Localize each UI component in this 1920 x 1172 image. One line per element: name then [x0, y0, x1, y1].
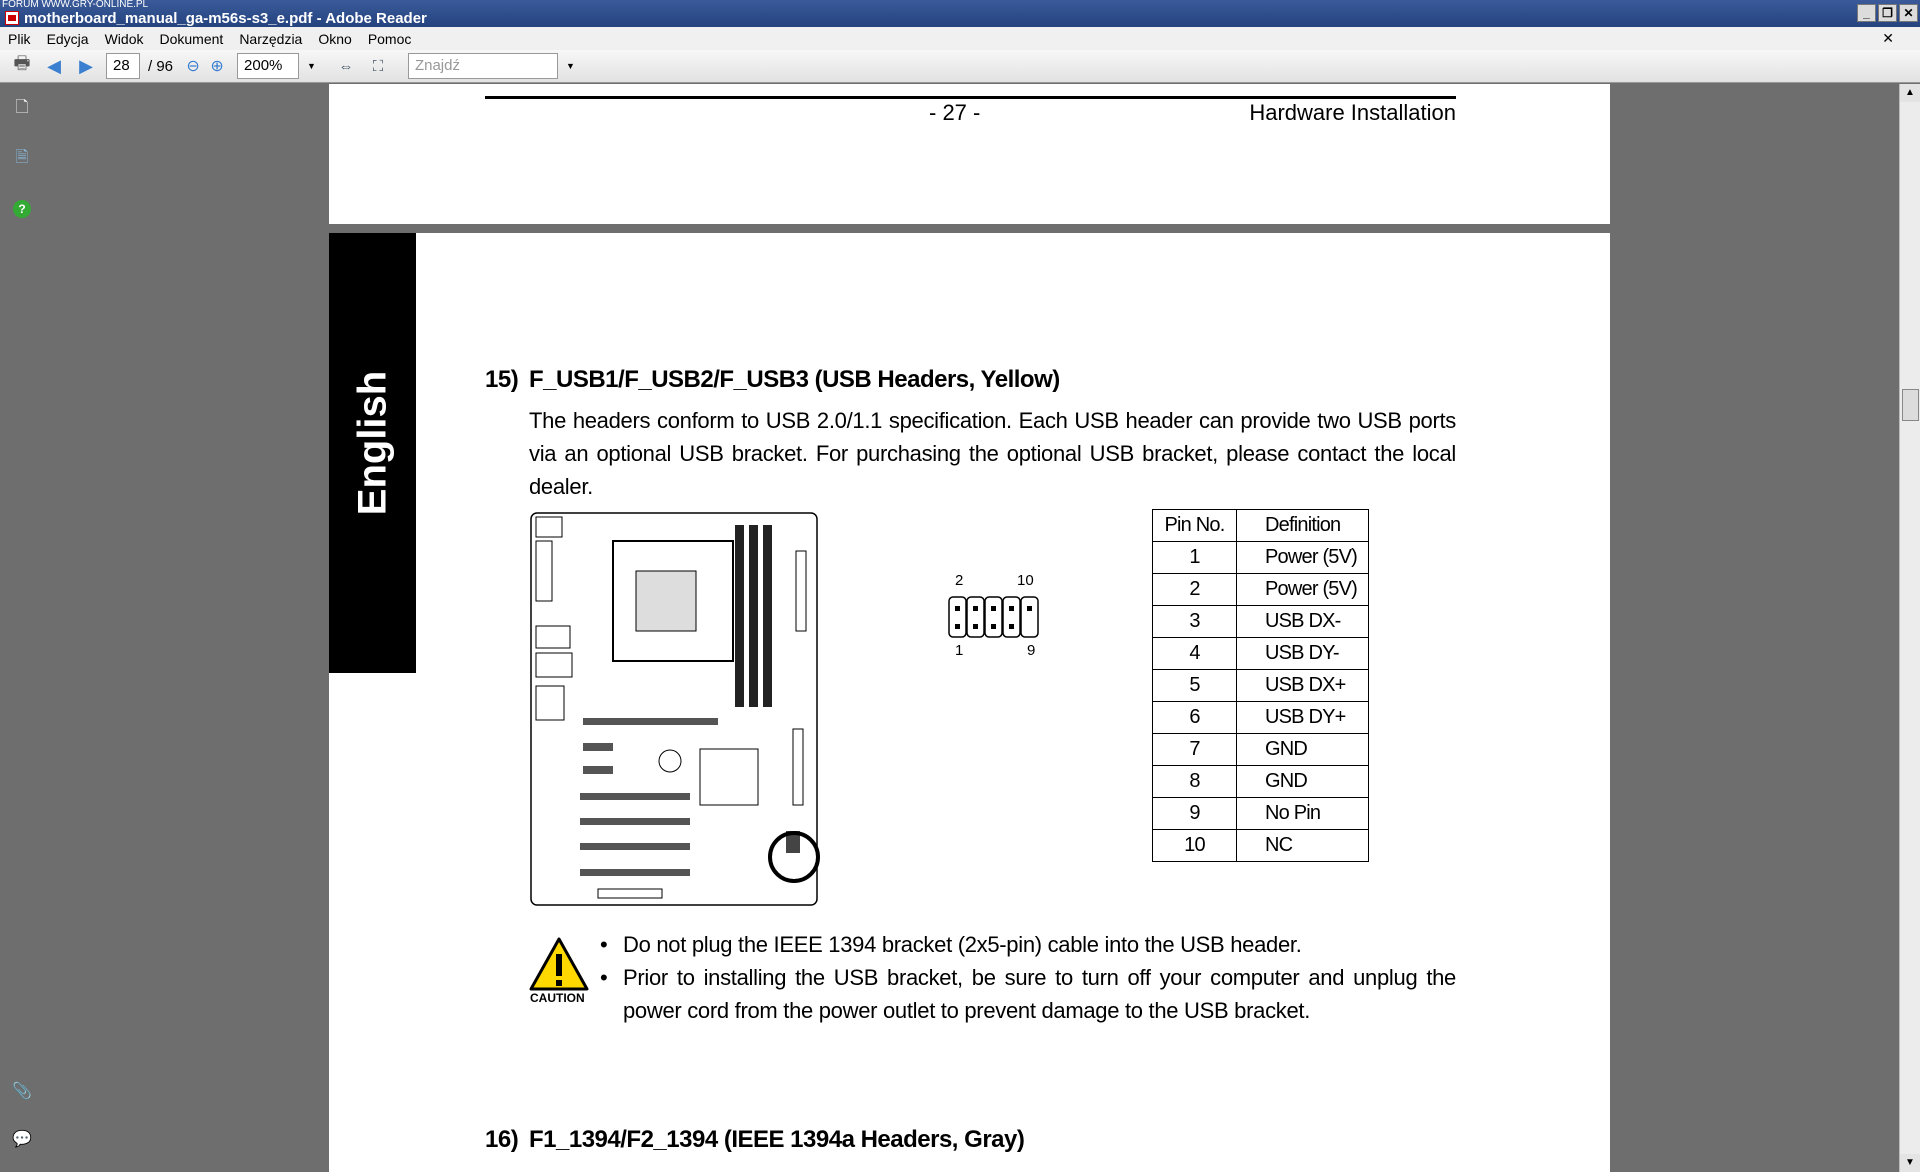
- window-title: motherboard_manual_ga-m56s-s3_e.pdf - Ad…: [24, 10, 427, 27]
- menu-widok[interactable]: Widok: [104, 30, 144, 47]
- header-pin-no: Pin No.: [1152, 509, 1237, 542]
- comments-icon[interactable]: 💬: [12, 1131, 32, 1148]
- section-15-title: F_USB1/F_USB2/F_USB3 (USB Headers, Yello…: [529, 366, 1060, 393]
- pin-definition: USB DX-: [1236, 605, 1369, 638]
- vertical-scrollbar[interactable]: ▲ ▼: [1899, 84, 1920, 1172]
- next-page-icon[interactable]: ▶: [79, 55, 93, 76]
- restore-button[interactable]: ❐: [1878, 4, 1897, 22]
- watermark: FORUM WWW.GRY-ONLINE.PL: [2, 0, 149, 10]
- pin-definition: USB DX+: [1236, 669, 1369, 702]
- caution-list: Do not plug the IEEE 1394 bracket (2x5-p…: [600, 928, 1456, 1027]
- pin-number: 9: [1152, 797, 1237, 830]
- title-bar: FORUM WWW.GRY-ONLINE.PL motherboard_manu…: [0, 0, 1920, 27]
- pin-definition: Power (5V): [1236, 573, 1369, 606]
- pdf-page-27: - 27 - Hardware Installation: [329, 84, 1610, 224]
- bookmarks-icon[interactable]: 🗎: [15, 148, 29, 166]
- find-input[interactable]: Znajdź: [407, 53, 558, 79]
- pin-number: 5: [1152, 669, 1237, 702]
- find-placeholder: Znajdź: [414, 57, 460, 74]
- pin-definition: Power (5V): [1236, 541, 1369, 574]
- pin-number: 8: [1152, 765, 1237, 798]
- find-dropdown-icon[interactable]: ▼: [565, 61, 575, 71]
- pin-number: 6: [1152, 701, 1237, 734]
- page-number: - 27 -: [929, 100, 981, 125]
- section-15-number: 15): [485, 366, 519, 393]
- header-definition: Definition: [1236, 509, 1369, 542]
- pin-number: 7: [1152, 733, 1237, 766]
- help-icon[interactable]: ?: [11, 198, 33, 220]
- scrollbar-thumb[interactable]: [1902, 389, 1919, 421]
- zoom-dropdown-icon[interactable]: ▼: [307, 61, 316, 71]
- menu-dokument[interactable]: Dokument: [159, 30, 224, 47]
- close-document-icon[interactable]: ✕: [1882, 30, 1894, 46]
- navigation-panel: 🗋 🗎 ? 📎 💬: [0, 84, 44, 1172]
- pin-definition: No Pin: [1236, 797, 1369, 830]
- pin-definition: USB DY-: [1236, 637, 1369, 670]
- scroll-up-icon[interactable]: ▲: [1900, 84, 1920, 102]
- pin-label-1: 1: [955, 642, 964, 659]
- zoom-out-icon[interactable]: ⊖: [186, 58, 200, 75]
- fit-page-icon[interactable]: ⛶: [372, 57, 384, 75]
- pin-number: 2: [1152, 573, 1237, 606]
- caution-warning-icon: [529, 937, 589, 991]
- pin-definition: GND: [1236, 765, 1369, 798]
- menu-bar: Plik Edycja Widok Dokument Narzędzia Okn…: [0, 27, 1920, 50]
- page-total: / 96: [148, 57, 174, 75]
- pin-label-2: 2: [955, 572, 964, 589]
- menu-narzedzia[interactable]: Narzędzia: [239, 30, 303, 47]
- pin-number: 4: [1152, 637, 1237, 670]
- section-16-title: F1_1394/F2_1394 (IEEE 1394a Headers, Gra…: [529, 1126, 1025, 1153]
- header-rule: [485, 96, 1456, 99]
- pages-icon[interactable]: 🗋: [15, 98, 29, 116]
- pin-number: 10: [1152, 829, 1237, 862]
- print-icon[interactable]: 🖶: [13, 53, 31, 73]
- language-label: English: [350, 370, 394, 516]
- language-tab: English: [329, 233, 416, 673]
- pin-label-10: 10: [1017, 572, 1034, 589]
- attachments-icon[interactable]: 📎: [12, 1083, 32, 1100]
- zoom-select[interactable]: 200%: [237, 53, 300, 79]
- pin-label-9: 9: [1027, 642, 1036, 659]
- usb-header-pins: [948, 596, 1039, 638]
- previous-page-icon[interactable]: ◀: [47, 55, 61, 76]
- section-15-text: The headers conform to USB 2.0/1.1 speci…: [529, 408, 1456, 499]
- menu-plik[interactable]: Plik: [8, 30, 31, 47]
- pin-number: 3: [1152, 605, 1237, 638]
- pin-number: 1: [1152, 541, 1237, 574]
- table-header-row: Pin No.Definition: [1152, 509, 1369, 542]
- pin-definition: NC: [1236, 829, 1369, 862]
- close-button[interactable]: ✕: [1899, 4, 1918, 22]
- scroll-down-icon[interactable]: ▼: [1900, 1154, 1920, 1172]
- menu-pomoc[interactable]: Pomoc: [367, 30, 412, 47]
- page-number-input[interactable]: 28: [106, 53, 140, 79]
- pin-definition: GND: [1236, 733, 1369, 766]
- section-16-number: 16): [485, 1126, 519, 1153]
- fit-width-icon[interactable]: ⇔: [338, 57, 354, 75]
- pdf-icon: [5, 11, 19, 25]
- menu-okno[interactable]: Okno: [318, 30, 352, 47]
- motherboard-diagram: [530, 512, 820, 906]
- toolbar: 🖶 ◀ ▶ 28 / 96 ⊖ ⊕ 200% ▼ ⇔ ⛶ Znajdź ▼: [0, 50, 1920, 83]
- usb-header-pin-diagram: 2 10 1 9: [945, 572, 1045, 667]
- zoom-in-icon[interactable]: ⊕: [210, 58, 224, 75]
- menu-edycja[interactable]: Edycja: [46, 30, 89, 47]
- pin-definition: USB DY+: [1236, 701, 1369, 734]
- caution-item: Do not plug the IEEE 1394 bracket (2x5-p…: [600, 928, 1456, 961]
- caution-item: Prior to installing the USB bracket, be …: [600, 961, 1456, 1027]
- caution-label: CAUTION: [530, 991, 585, 1005]
- minimize-button[interactable]: _: [1857, 4, 1876, 22]
- page-header-title: Hardware Installation: [1249, 100, 1456, 125]
